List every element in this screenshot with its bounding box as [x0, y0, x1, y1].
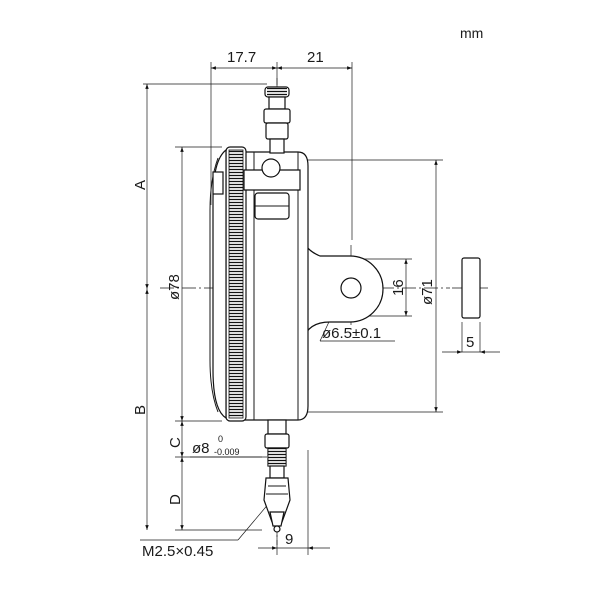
dim-dia71: ø71	[419, 279, 436, 305]
dim-lug-height: 16	[390, 279, 407, 296]
dim-hole: ø6.5±0.1	[322, 325, 381, 342]
dim-A: A	[132, 180, 149, 190]
clamp-screw	[261, 158, 281, 178]
lug-hole	[340, 277, 362, 299]
side-thickness-block	[461, 257, 481, 319]
dimension-lines	[140, 66, 500, 550]
dim-thickness: 5	[466, 334, 474, 351]
dim-dia78: ø78	[166, 274, 183, 300]
dim-tip-width: 9	[285, 531, 293, 548]
units-label: mm	[460, 25, 483, 41]
dim-top-right: 21	[307, 49, 324, 66]
dim-stem-tol-upper: 0	[218, 434, 223, 444]
bezel-knurl	[228, 149, 244, 419]
dim-top-left: 17.7	[227, 49, 256, 66]
indicator-body	[209, 86, 384, 533]
dim-C: C	[167, 437, 184, 448]
dim-D: D	[167, 494, 184, 505]
dim-stem-main: ø8	[192, 440, 210, 457]
dim-thread: M2.5×0.45	[142, 543, 213, 560]
dim-stem-tol-lower: -0.009	[214, 447, 240, 457]
dim-B: B	[132, 405, 149, 415]
